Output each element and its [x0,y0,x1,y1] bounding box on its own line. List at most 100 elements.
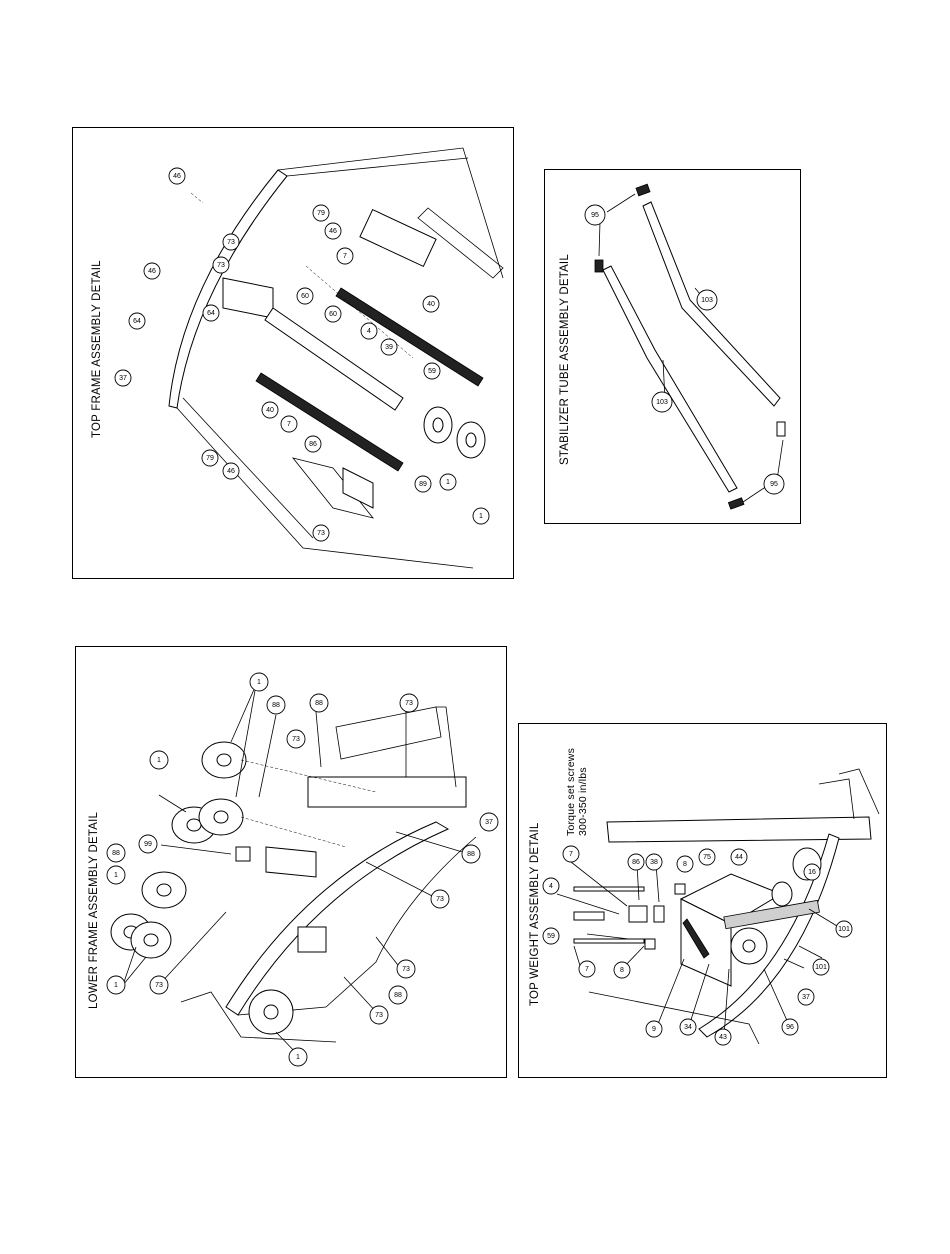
callout-37: 37 [797,988,815,1006]
top-frame-assembly-panel: TOP FRAME ASSEMBLY DETAIL 46 [72,127,514,579]
callout-73-b: 73 [286,729,306,749]
svg-text:40: 40 [266,407,274,414]
svg-text:101: 101 [838,926,850,933]
svg-text:46: 46 [173,173,181,180]
svg-text:103: 103 [656,399,668,406]
callout-73-b: 73 [212,256,230,274]
callout-73-a: 73 [399,693,419,713]
svg-text:37: 37 [119,375,127,382]
svg-text:8: 8 [620,967,624,974]
svg-text:96: 96 [786,1024,794,1031]
callout-59: 59 [542,927,560,945]
callout-60-b: 60 [324,305,342,323]
callout-86: 86 [304,435,322,453]
svg-text:1: 1 [479,513,483,520]
callout-1-a: 1 [249,672,269,692]
svg-text:8: 8 [683,861,687,868]
svg-text:99: 99 [144,841,152,848]
callout-1-d: 1 [106,975,126,995]
pulley-3 [198,798,244,836]
callout-73-c: 73 [312,524,330,542]
callout-59: 59 [423,362,441,380]
callout-88-e: 88 [388,985,408,1005]
callout-9: 9 [645,1020,663,1038]
svg-text:88: 88 [112,850,120,857]
svg-text:37: 37 [485,819,493,826]
svg-text:16: 16 [808,869,816,876]
callout-44: 44 [730,848,748,866]
callout-7-b: 7 [280,415,298,433]
callout-38: 38 [645,853,663,871]
callout-37: 37 [114,369,132,387]
callout-46-a: 46 [168,167,186,185]
pulley-7 [248,989,294,1035]
lower-frame-assembly-panel: LOWER FRAME ASSEMBLY DETAIL [75,646,507,1078]
callout-40-a: 40 [422,295,440,313]
svg-text:95: 95 [770,481,778,488]
svg-text:103: 103 [701,297,713,304]
svg-text:101: 101 [815,964,827,971]
svg-text:60: 60 [329,311,337,318]
callout-79-b: 79 [201,449,219,467]
svg-text:73: 73 [436,896,444,903]
svg-text:1: 1 [446,479,450,486]
svg-text:73: 73 [375,1012,383,1019]
svg-text:46: 46 [227,468,235,475]
callout-73-d: 73 [149,975,169,995]
callout-7-a: 7 [562,845,580,863]
svg-text:59: 59 [547,933,555,940]
svg-text:60: 60 [301,293,309,300]
svg-text:9: 9 [652,1026,656,1033]
lower-frame-drawing: 1 88 88 73 73 1 99 88 37 1 88 73 73 1 73… [106,672,499,1067]
callout-60-a: 60 [296,287,314,305]
pulley-6 [130,921,172,959]
spring-lower [255,372,404,472]
svg-text:88: 88 [272,702,280,709]
svg-text:1: 1 [114,872,118,879]
callout-73-e: 73 [396,959,416,979]
callout-99: 99 [138,834,158,854]
svg-text:88: 88 [315,700,323,707]
svg-text:46: 46 [329,228,337,235]
svg-text:88: 88 [467,851,475,858]
svg-text:46: 46 [148,268,156,275]
callout-89: 89 [414,475,432,493]
stabilizer-tube-assembly-panel: STABILIZER TUBE ASSEMBLY DETAIL 95 103 1… [544,169,801,524]
callout-46-d: 46 [222,462,240,480]
svg-text:75: 75 [703,854,711,861]
callout-88-c: 88 [106,843,126,863]
callout-88-a: 88 [266,695,286,715]
callout-101-a: 101 [835,920,853,938]
callout-96: 96 [781,1018,799,1036]
callout-8-a: 8 [676,855,694,873]
svg-text:4: 4 [549,883,553,890]
callout-75: 75 [698,848,716,866]
callout-39: 39 [380,338,398,356]
svg-text:86: 86 [309,441,317,448]
callout-103-a: 103 [696,289,718,311]
callout-40-b: 40 [261,401,279,419]
svg-text:37: 37 [802,994,810,1001]
svg-text:73: 73 [292,736,300,743]
callout-1-b: 1 [149,750,169,770]
callout-46-b: 46 [324,222,342,240]
pulley-4 [141,871,187,909]
svg-text:1: 1 [296,1054,300,1061]
callout-73-c: 73 [430,889,450,909]
svg-text:1: 1 [114,982,118,989]
svg-text:1: 1 [157,757,161,764]
callout-64-b: 64 [128,312,146,330]
callout-7-a: 7 [336,247,354,265]
callout-46-c: 46 [143,262,161,280]
svg-text:73: 73 [217,262,225,269]
callout-1-b: 1 [472,507,490,525]
callout-8-b: 8 [613,961,631,979]
callout-37: 37 [479,812,499,832]
svg-text:64: 64 [133,318,141,325]
svg-text:40: 40 [427,301,435,308]
callout-101-b: 101 [812,958,830,976]
top-weight-drawing: 7 86 38 8 75 44 4 16 59 101 7 8 101 37 9… [542,768,880,1046]
svg-text:39: 39 [385,344,393,351]
svg-text:34: 34 [684,1024,692,1031]
